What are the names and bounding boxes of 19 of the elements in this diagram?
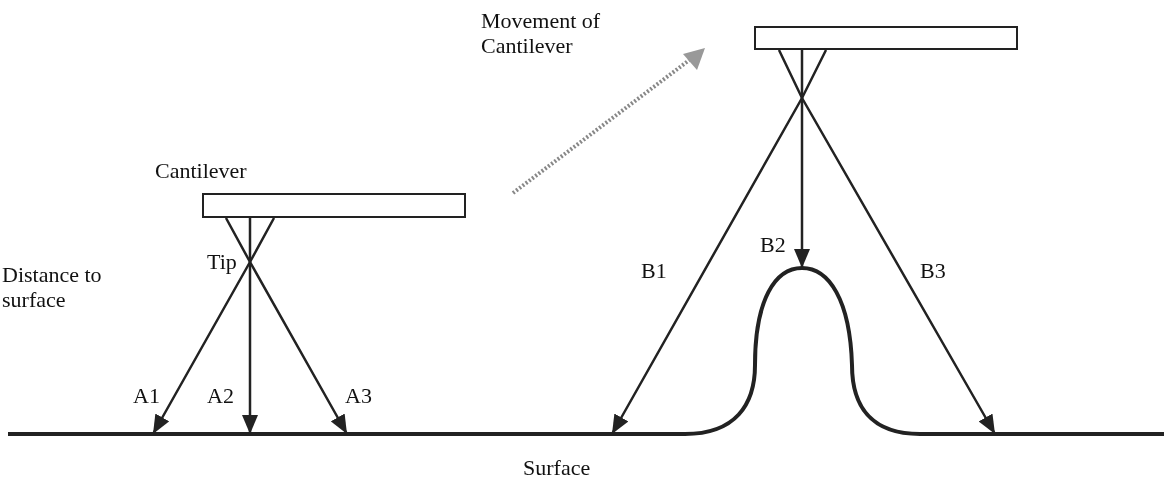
arrow (242, 218, 258, 434)
arrow (151, 217, 276, 435)
edge-label: B1 (641, 258, 667, 283)
text-label: Tip (207, 249, 237, 274)
cantilever-bar (754, 26, 1018, 50)
node-caption: Surface (523, 455, 591, 480)
arrow (777, 49, 997, 435)
text-label: Distance to surface (2, 262, 103, 312)
edge-label: A1 (133, 383, 160, 408)
text-label: Cantilever (155, 158, 247, 183)
edge-label: A2 (207, 383, 234, 408)
edge-label: B2 (760, 232, 786, 257)
arrow (224, 217, 349, 435)
arrow (794, 50, 810, 268)
text-label: Movement of Cantilever (481, 8, 602, 58)
edge-label: B3 (920, 258, 946, 283)
cantilever-bar (202, 193, 466, 218)
arrow (610, 49, 828, 435)
edge-label: A3 (345, 383, 372, 408)
